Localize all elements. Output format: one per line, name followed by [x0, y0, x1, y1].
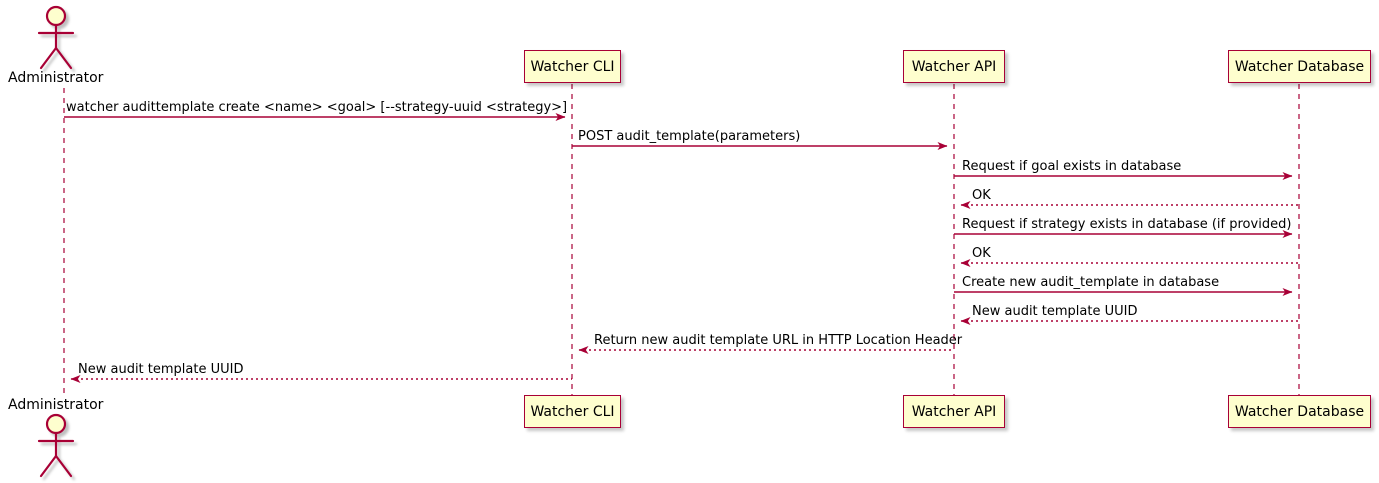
participant-box-watcher-api-bottom[interactable]: Watcher API [903, 395, 1005, 428]
message-label-3: OK [972, 188, 991, 203]
message-label-6: Create new audit_template in database [962, 275, 1220, 290]
message-label-1: POST audit_template(parameters) [578, 129, 801, 144]
message-label-8: Return new audit template URL in HTTP Lo… [594, 333, 963, 348]
participant-box-watcher-cli-top[interactable]: Watcher CLI [524, 50, 621, 83]
message-arrows [64, 113, 1299, 383]
message-label-2: Request if goal exists in database [962, 159, 1182, 174]
actor-label-administrator-top: Administrator [8, 70, 104, 86]
message-label-0: watcher audittemplate create <name> <goa… [66, 100, 568, 115]
message-label-4: Request if strategy exists in database (… [962, 217, 1292, 232]
participant-label-watcher-api-top: Watcher API [911, 58, 997, 75]
message-label-7: New audit template UUID [972, 304, 1138, 319]
actor-administrator-top [37, 5, 75, 70]
message-label-9: New audit template UUID [78, 362, 244, 377]
participant-label-watcher-api-bottom: Watcher API [911, 403, 997, 420]
participant-box-watcher-api-top[interactable]: Watcher API [903, 50, 1005, 83]
actor-label-administrator-bottom: Administrator [8, 397, 104, 413]
participant-label-watcher-cli-bottom: Watcher CLI [530, 403, 615, 420]
participant-box-watcher-database-top[interactable]: Watcher Database [1228, 50, 1371, 83]
lifelines [63, 84, 1300, 395]
participant-box-watcher-cli-bottom[interactable]: Watcher CLI [524, 395, 621, 428]
participant-label-watcher-database-top: Watcher Database [1234, 58, 1365, 75]
participant-label-watcher-database-bottom: Watcher Database [1234, 403, 1365, 420]
actor-administrator-bottom [37, 413, 75, 478]
participant-label-watcher-cli-top: Watcher CLI [530, 58, 615, 75]
message-label-5: OK [972, 246, 991, 261]
participant-box-watcher-database-bottom[interactable]: Watcher Database [1228, 395, 1371, 428]
